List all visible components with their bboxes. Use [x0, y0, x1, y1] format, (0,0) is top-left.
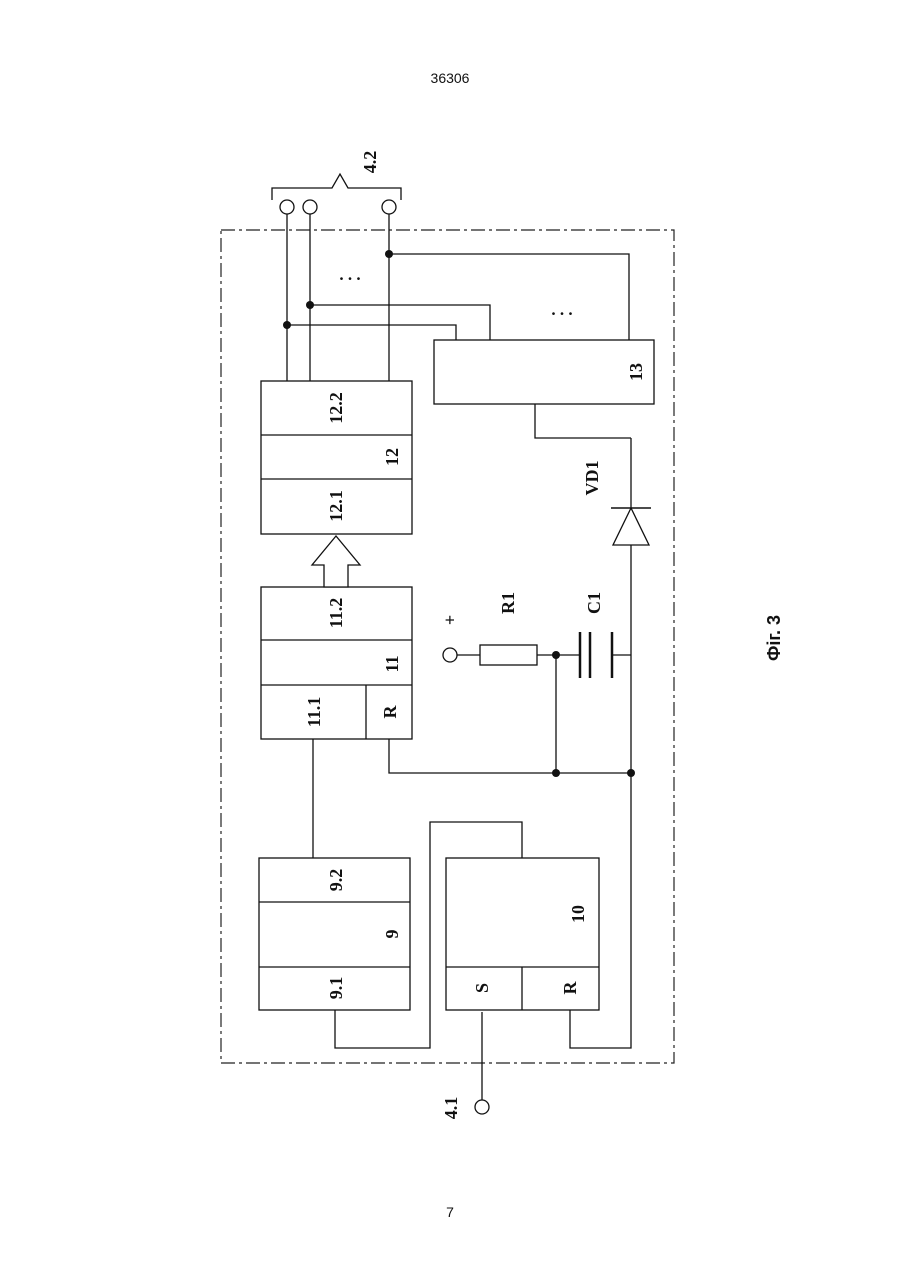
label-11-1: 11.1: [304, 697, 324, 728]
output-terminal-n: [382, 200, 396, 214]
ellipsis-right: . . .: [551, 300, 572, 319]
figure-caption: Фіг. 3: [764, 615, 784, 661]
label-12-2: 12.2: [326, 392, 346, 424]
capacitor-c1: [580, 632, 612, 678]
ellipsis-top: . . .: [339, 265, 360, 284]
input-terminal: [475, 1100, 489, 1114]
label-12-1: 12.1: [326, 490, 346, 522]
label-10-r: R: [560, 981, 580, 995]
block-13: [434, 340, 654, 404]
label-10-s: S: [472, 983, 492, 993]
label-9: 9: [382, 930, 402, 939]
label-12: 12: [382, 448, 402, 466]
label-plus: +: [440, 615, 460, 625]
page-number-bottom: 7: [0, 1204, 900, 1220]
supply-terminal: [443, 648, 457, 662]
label-c1: C1: [584, 592, 604, 614]
label-9-1: 9.1: [326, 977, 346, 1000]
label-10: 10: [568, 905, 588, 923]
data-bus-arrow: [312, 536, 360, 587]
label-r1: R1: [498, 592, 518, 614]
label-4-1: 4.1: [441, 1097, 461, 1120]
label-11: 11: [382, 655, 402, 672]
label-vd1: VD1: [582, 461, 602, 496]
output-terminal-2: [303, 200, 317, 214]
label-11-r: R: [380, 705, 400, 719]
label-13: 13: [626, 363, 646, 381]
diode-vd1: [611, 508, 651, 545]
label-11-2: 11.2: [326, 598, 346, 629]
label-4-2: 4.2: [360, 151, 380, 174]
resistor-r1: [480, 645, 537, 665]
output-terminal-1: [280, 200, 294, 214]
bus-brace: [272, 174, 401, 200]
label-9-2: 9.2: [326, 869, 346, 892]
